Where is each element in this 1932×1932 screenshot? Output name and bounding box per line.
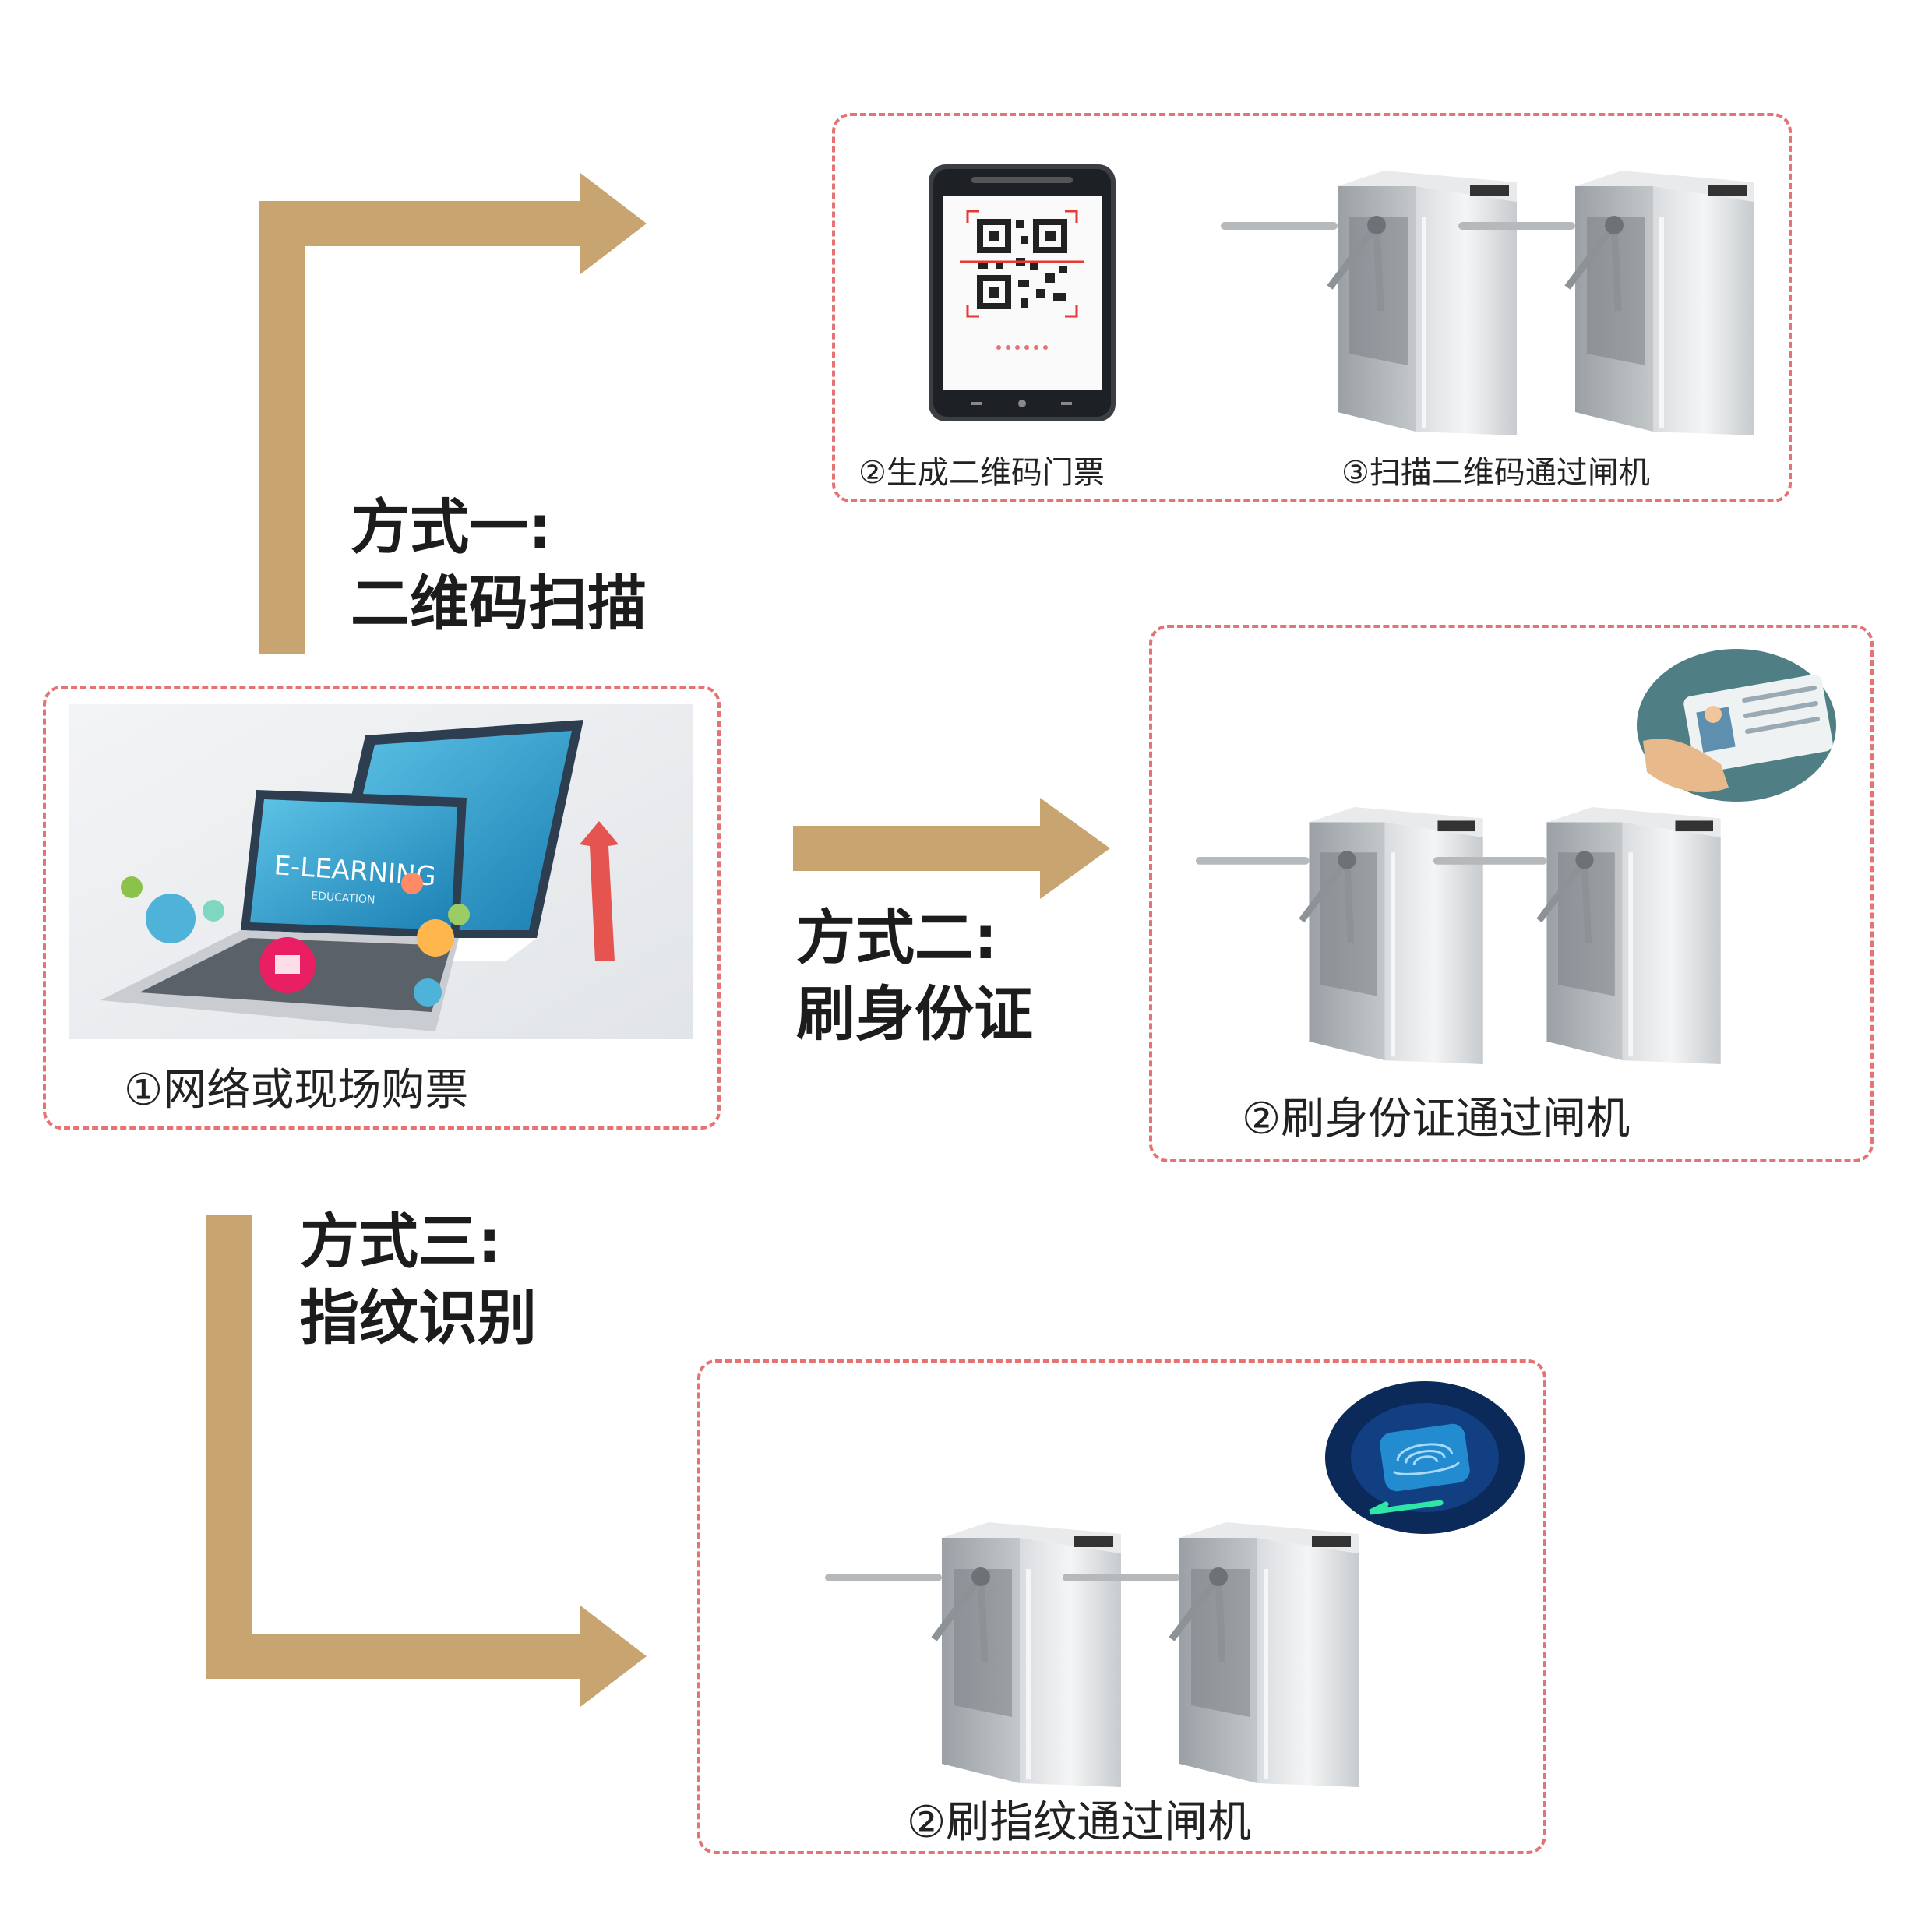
- method1-title-line2: 二维码扫描: [351, 569, 647, 638]
- tripod-turnstile-icon: [1458, 171, 1770, 435]
- method1-box: ②生成二维码门票 ③扫描二维码通过闸机: [832, 113, 1792, 502]
- method2-step: ②刷身份证通过闸机: [1242, 1094, 1631, 1144]
- method2-box: ②刷身份证通过闸机: [1149, 625, 1874, 1162]
- arrow-3-vertical: [206, 1215, 252, 1679]
- fingerprint-icon: [1325, 1381, 1525, 1534]
- method3-title-line1: 方式三:: [300, 1207, 502, 1276]
- method3-title-line2: 指纹识别: [300, 1283, 537, 1352]
- arrow-3-head: [580, 1606, 647, 1707]
- phone-qr-icon: [929, 164, 1116, 421]
- method1-step-generate: ②生成二维码门票: [858, 455, 1105, 491]
- arrow-1-horizontal: [259, 201, 583, 246]
- tripod-turnstile-icon: [1063, 1522, 1374, 1787]
- purchase-box: E-LEARNING EDUCATION ①网络或现场购票: [43, 686, 721, 1130]
- tripod-turnstile-icon: [1433, 807, 1736, 1064]
- purchase-caption: ①网络或现场购票: [124, 1065, 469, 1116]
- method2-title-line2: 刷身份证: [796, 979, 1033, 1049]
- arrow-2-horizontal: [793, 826, 1042, 871]
- method2-title-line1: 方式二:: [796, 903, 998, 972]
- method3-box: ②刷指纹通过闸机: [697, 1359, 1546, 1854]
- arrow-1-vertical: [259, 201, 305, 654]
- laptop-icon: E-LEARNING EDUCATION: [69, 704, 693, 1039]
- arrow-2-head: [1040, 798, 1110, 899]
- method1-title-line1: 方式一:: [351, 492, 552, 562]
- method3-step: ②刷指纹通过闸机: [907, 1797, 1252, 1848]
- screen-subtext: EDUCATION: [311, 890, 375, 907]
- id-card-icon: [1637, 649, 1836, 802]
- arrow-1-head: [580, 173, 647, 274]
- arrow-3-horizontal: [206, 1634, 580, 1679]
- method1-step-scan: ③扫描二维码通过闸机: [1341, 455, 1650, 491]
